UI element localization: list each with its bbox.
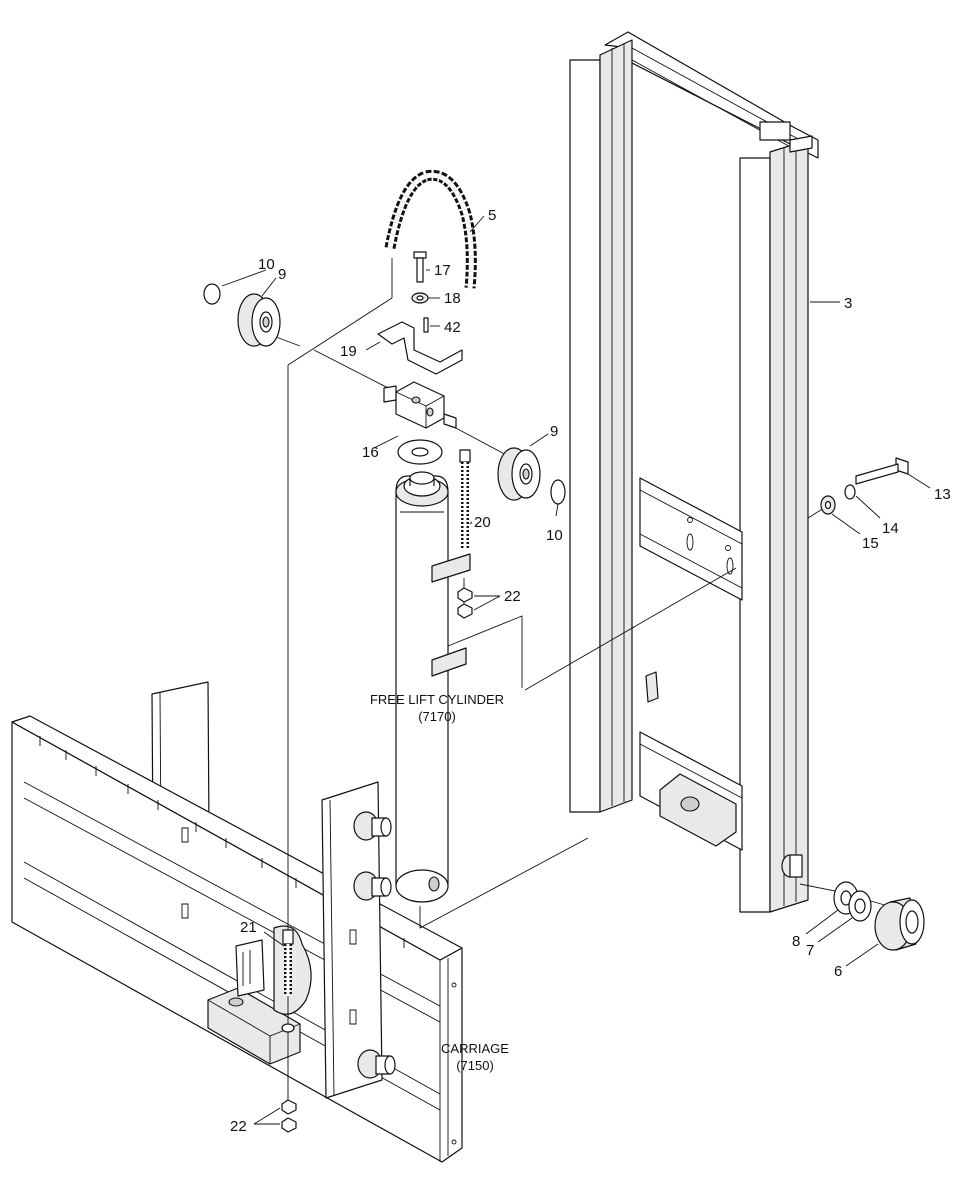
carriage-caption: CARRIAGE	[441, 1041, 509, 1056]
callout-22-upper: 22	[504, 588, 521, 605]
leader-lines	[221, 215, 931, 1125]
callout-10-right: 10	[546, 527, 563, 544]
callout-19: 19	[340, 343, 357, 360]
nuts-22-upper	[457, 587, 473, 619]
carriage-assembly	[11, 681, 463, 1163]
callout-18: 18	[444, 290, 461, 307]
callout-7: 7	[806, 942, 814, 959]
threaded-rod-20	[459, 449, 471, 550]
callout-42: 42	[444, 319, 461, 336]
callout-14: 14	[882, 520, 899, 537]
callout-13: 13	[934, 486, 951, 503]
gasket-16	[397, 439, 443, 465]
snap-ring-10-left	[203, 283, 221, 305]
nuts-22-lower	[281, 1099, 297, 1133]
plate-19	[377, 321, 463, 375]
callout-10-left: 10	[258, 256, 275, 273]
free-lift-cylinder	[395, 471, 523, 903]
washer-14	[844, 484, 856, 500]
carriage-ref: (7150)	[456, 1058, 494, 1073]
pin-42	[423, 317, 429, 333]
callout-5: 5	[488, 207, 496, 224]
mast-assembly	[569, 31, 819, 913]
callout-21: 21	[240, 919, 257, 936]
roller-bearing-6	[874, 897, 925, 951]
callout-16: 16	[362, 444, 379, 461]
block-16	[383, 381, 457, 429]
callout-9-left: 9	[278, 266, 286, 283]
free-lift-cylinder-ref: (7170)	[418, 709, 456, 724]
carriage-roller-upper	[353, 811, 392, 841]
captions: FREE LIFT CYLINDER (7170) CARRIAGE (7150…	[370, 692, 509, 1073]
carriage-roller-middle	[353, 871, 392, 901]
washer-15	[820, 495, 836, 515]
sheave-9-right	[497, 447, 541, 501]
callout-3: 3	[844, 295, 852, 312]
snap-ring-10-right	[550, 479, 566, 505]
callout-22-lower: 22	[230, 1118, 247, 1135]
callout-17: 17	[434, 262, 451, 279]
carriage-roller-lower	[357, 1049, 396, 1079]
callout-9-right: 9	[550, 423, 558, 440]
callout-8: 8	[792, 933, 800, 950]
bolt-17	[413, 251, 427, 283]
callout-20: 20	[474, 514, 491, 531]
bolt-13	[855, 457, 909, 485]
lift-chain	[384, 169, 477, 289]
anchor-bolt-21	[281, 929, 295, 1033]
washer-18	[411, 292, 429, 304]
free-lift-cylinder-caption: FREE LIFT CYLINDER	[370, 692, 504, 707]
shim-7	[848, 890, 872, 922]
callout-labels: 3 5 10 9 17 18 42 19 16 9 10 20 22 13 14…	[230, 207, 951, 1135]
sheave-9-left	[237, 293, 281, 347]
callout-15: 15	[862, 535, 879, 552]
callout-6: 6	[834, 963, 842, 980]
